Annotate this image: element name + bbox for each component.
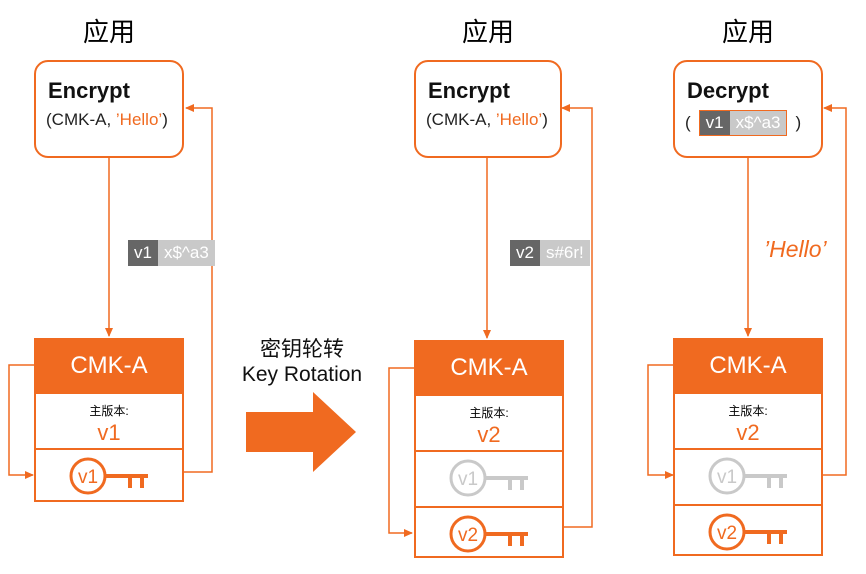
p3-input-version: v1: [699, 111, 730, 135]
p1-key-v1-label: v1: [78, 467, 98, 488]
p3-key-v2-icon: v2: [708, 513, 787, 551]
p2-key-v2-icon: v2: [449, 515, 528, 553]
p1-cmk-name: CMK-A: [34, 338, 184, 394]
p1-primary-version: v1: [97, 420, 121, 445]
p3-key-v2-label: v2: [717, 523, 737, 544]
rotation-arrow: [246, 392, 356, 472]
p3-input-cipher: x$^a3: [729, 111, 787, 135]
p1-primary-label: 主版本:: [89, 404, 129, 418]
p1-key-v1-icon: v1: [69, 457, 148, 495]
p3-cmk-box: CMK-A 主版本: v2 v1 v2: [673, 338, 823, 556]
p2-operation: Encrypt: [428, 78, 510, 103]
p2-cmk-name: CMK-A: [414, 340, 564, 396]
p3-cmk-name: CMK-A: [673, 338, 823, 394]
p2-app-title: 应用: [461, 17, 514, 47]
p1-cipher-text: x$^a3: [157, 240, 215, 266]
p3-primary-version: v2: [736, 420, 760, 445]
p1-cmk-box: CMK-A 主版本: v1 v1: [34, 338, 184, 502]
p3-self-loop: [647, 364, 675, 479]
p2-args: (CMK-A, ’Hello’): [426, 110, 548, 129]
p2-key-v1-icon: v1: [449, 459, 528, 497]
p3-app-box: Decrypt ( v1 x$^a3 ): [673, 60, 823, 158]
p3-args: ( v1 x$^a3 ): [685, 110, 801, 136]
p3-input-tag: v1 x$^a3: [698, 110, 788, 136]
p2-cmk-box: CMK-A 主版本: v2 v1 v2: [414, 340, 564, 558]
p1-args: (CMK-A, ’Hello’): [46, 110, 168, 129]
p2-cipher-text: s#6r!: [539, 240, 590, 266]
p1-app-box: Encrypt (CMK-A, ’Hello’): [34, 60, 184, 158]
p2-key-v1-label: v1: [458, 469, 478, 490]
rotation-label-en: Key Rotation: [241, 363, 363, 386]
p2-self-loop: [388, 367, 414, 537]
p3-key-v1-icon: v1: [708, 457, 787, 495]
p3-app-title: 应用: [721, 17, 774, 47]
p3-primary-label: 主版本:: [728, 404, 768, 418]
p2-return-line: [561, 104, 593, 528]
p1-operation: Encrypt: [48, 78, 130, 103]
p1-cipher-version: v1: [128, 240, 158, 266]
rotation-label-cn: 密钥轮转: [260, 338, 344, 361]
p3-operation: Decrypt: [687, 78, 769, 103]
p2-app-box: Encrypt (CMK-A, ’Hello’): [414, 60, 562, 158]
p3-return-line: [823, 104, 847, 476]
p3-result-text: ’Hello’: [764, 236, 827, 262]
p2-cipher-version: v2: [510, 240, 540, 266]
p1-return-line: [184, 104, 213, 473]
p2-key-v2-label: v2: [458, 525, 478, 546]
p3-key-v1-label: v1: [717, 467, 737, 488]
p2-ciphertext-tag: v2 s#6r!: [510, 240, 590, 266]
p2-primary-version: v2: [477, 422, 501, 447]
p1-ciphertext-tag: v1 x$^a3: [128, 240, 215, 266]
p1-self-loop: [8, 364, 36, 479]
p1-app-title: 应用: [82, 17, 135, 47]
p2-primary-label: 主版本:: [469, 406, 509, 420]
